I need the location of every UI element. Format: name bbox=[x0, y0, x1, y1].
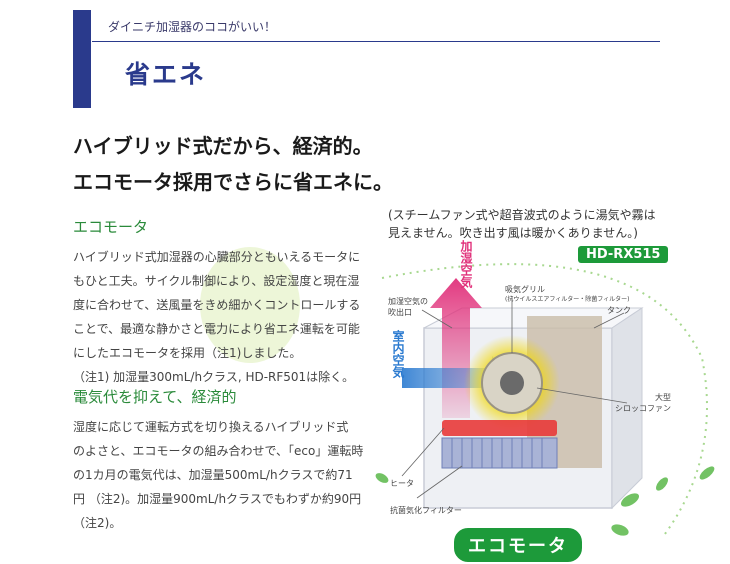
outlet-label: 加湿空気の 吹出口 bbox=[388, 297, 428, 317]
section-economy-heading: 電気代を抑えて、経済的 bbox=[73, 388, 237, 406]
headline-line-2: エコモータ採用でさらに省エネに。 bbox=[73, 170, 393, 194]
leaf-watermark bbox=[200, 247, 300, 363]
headline-line-1: ハイブリッド式だから、経済的。 bbox=[73, 134, 373, 158]
room-air-arrow bbox=[402, 356, 514, 400]
page-title: 省エネ bbox=[125, 60, 207, 89]
caption-line: 見えません。吹き出す風は暖かくありません。) bbox=[388, 226, 638, 240]
body-line: 円 （注2)。加湿量900mL/hクラスでもわずか約90円 bbox=[73, 492, 362, 506]
fan-motor-hub bbox=[500, 371, 524, 395]
vaporizing-filter bbox=[441, 437, 558, 469]
section-eco-motor-heading: エコモータ bbox=[73, 218, 149, 236]
body-line: もひと工夫。サイクル制御により、設定湿度と現在湿 bbox=[73, 274, 360, 288]
header-accent-bar bbox=[73, 10, 91, 108]
filter-label: 抗菌気化フィルター bbox=[390, 506, 462, 515]
fan-label: 大型 シロッコファン bbox=[615, 393, 671, 413]
body-line: 度に合わせて、送風量をきめ細かくコントロールする bbox=[73, 298, 361, 312]
body-line: 湿度に応じて運転方式を切り換えるハイブリッド式 bbox=[73, 420, 349, 434]
housing-side bbox=[611, 307, 643, 510]
header-divider bbox=[92, 41, 660, 42]
humid-air-label: 加湿空気 bbox=[459, 240, 473, 288]
eco-motor-tag: エコモータ bbox=[452, 526, 584, 564]
section-eco-motor-body: ハイブリッド式加湿器の心臓部分ともいえるモータに もひと工夫。サイクル制御により… bbox=[73, 245, 363, 389]
intake-grille-note: (抗ウイルスエアフィルター・除菌フィルター) bbox=[505, 296, 630, 303]
body-note: （注1) 加湿量300mL/hクラス, HD-RF501は除く。 bbox=[73, 370, 355, 384]
body-line: （注2)。 bbox=[73, 516, 122, 530]
caption-line: (スチームファン式や超音波式のように湯気や霧は bbox=[388, 208, 656, 222]
intake-grille-label: 吸気グリル bbox=[505, 285, 545, 294]
heater-element bbox=[442, 420, 557, 436]
heater-label: ヒータ bbox=[390, 479, 414, 488]
tank-label: タンク bbox=[607, 306, 631, 315]
model-badge: HD-RX515 bbox=[578, 246, 669, 263]
body-line: ハイブリッド式加湿器の心臓部分ともいえるモータに bbox=[73, 250, 361, 264]
filter-pleats bbox=[451, 438, 543, 468]
body-line: ことで、最適な静かさと電力により省エネ運転を可能 bbox=[73, 322, 360, 336]
body-line: のよさと、エコモータの組み合わせで、「eco」運転時 bbox=[73, 444, 364, 458]
header-subtitle: ダイニチ加湿器のココがいい！ bbox=[108, 20, 277, 34]
section-economy-body: 湿度に応じて運転方式を切り換えるハイブリッド式 のよさと、エコモータの組み合わせ… bbox=[73, 415, 363, 535]
diagram-caption: (スチームファン式や超音波式のように湯気や霧は 見えません。吹き出す風は暖かくあ… bbox=[388, 206, 656, 242]
humidifier-cutaway-diagram bbox=[375, 263, 715, 539]
room-air-label: 室内空気 bbox=[391, 330, 405, 378]
decorative-leaves bbox=[375, 466, 715, 536]
body-line: の1カ月の電気代は、加湿量500mL/hクラスで約71 bbox=[73, 468, 353, 482]
body-line: にしたエコモータを採用（注1)しました。 bbox=[73, 346, 302, 360]
callout-lines bbox=[401, 296, 628, 499]
